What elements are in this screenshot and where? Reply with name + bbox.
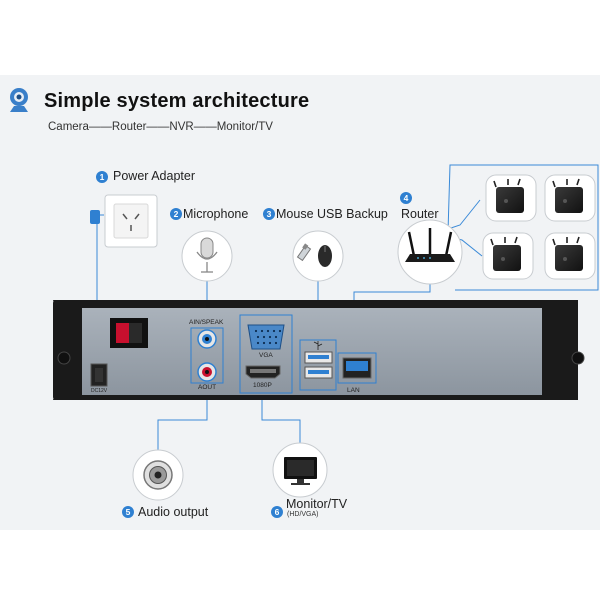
usb-port (304, 351, 333, 364)
callout-label-mouse-usb-backup: Mouse USB Backup (276, 207, 388, 221)
callout-label-microphone: Microphone (183, 207, 249, 221)
webcam-icon (10, 88, 28, 112)
power-plug-icon (90, 210, 100, 224)
callout-label-audio-output: Audio output (138, 505, 209, 519)
callout-number-6: 6 (271, 506, 283, 518)
camera-icon (482, 232, 534, 280)
port-label-dc12v: DC12V (91, 388, 108, 394)
port-label-aout: AOUT (198, 384, 217, 391)
camera-icon (544, 174, 596, 222)
wall-socket-icon (104, 194, 158, 248)
nvr-back-panel (53, 300, 585, 400)
callout-label-power-adapter: Power Adapter (113, 169, 195, 183)
lan-port (337, 352, 377, 384)
callout-number-2: 2 (170, 208, 182, 220)
camera-group (482, 174, 596, 280)
port-label-lan: LAN (347, 387, 360, 394)
usb-symbol-icon (313, 341, 323, 350)
callout-number-5: 5 (122, 506, 134, 518)
camera-icon (485, 174, 537, 222)
page-subtitle: Camera——Router——NVR——Monitor/TV (48, 121, 273, 133)
camera-icon (544, 232, 596, 280)
port-label-vga: VGA (259, 352, 273, 359)
router-icon (405, 228, 455, 262)
audio-out-jack (197, 362, 217, 382)
callout-sublabel-hd-vga: (HD/VGA) (287, 511, 319, 518)
usb-mouse-icon (296, 243, 332, 267)
callout-number-4: 4 (400, 192, 412, 204)
microphone-icon (196, 237, 218, 273)
monitor-icon (284, 457, 317, 485)
page-title: Simple system architecture (44, 90, 310, 112)
hdmi-port (245, 365, 281, 379)
audio-in-jack (197, 329, 217, 349)
usb-port (304, 366, 333, 379)
callout-label-monitor-tv: Monitor/TV (286, 497, 348, 511)
callout-number-1: 1 (96, 171, 108, 183)
dc-power-port (90, 363, 108, 387)
callout-label-router: Router (401, 207, 439, 221)
port-label-ain-speak: AIN/SPEAK (189, 319, 224, 326)
port-label-1080p: 1080P (253, 382, 272, 389)
vga-port (247, 324, 285, 350)
callout-number-3: 3 (263, 208, 275, 220)
power-switch (110, 318, 148, 348)
audio-jack-icon (143, 460, 173, 490)
